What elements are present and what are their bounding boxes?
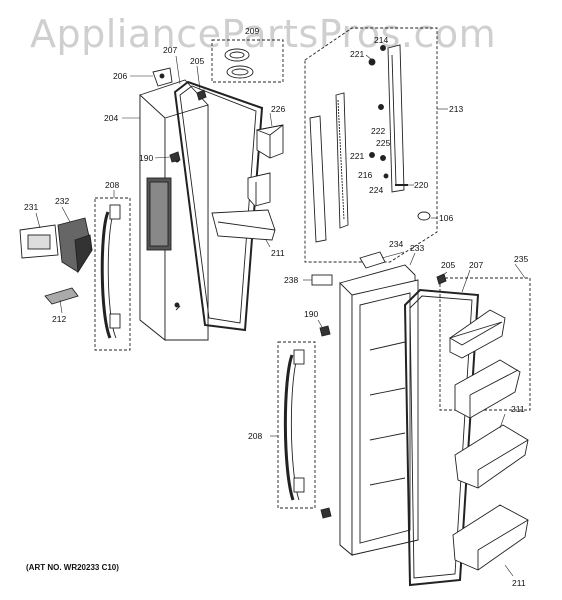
door-bin-211c bbox=[452, 504, 529, 571]
callout-206: 206 bbox=[113, 71, 127, 81]
callout-231: 231 bbox=[24, 202, 38, 212]
dispenser-cover-231 bbox=[19, 224, 59, 259]
callout-211: 211 bbox=[271, 248, 285, 258]
actuator-212 bbox=[44, 287, 79, 305]
callout-234: 234 bbox=[389, 239, 403, 249]
freezer-bin-small bbox=[247, 172, 271, 207]
screw-190b bbox=[319, 325, 331, 337]
callout-190: 190 bbox=[139, 153, 153, 163]
screw-bottom bbox=[320, 507, 332, 519]
callout-214: 214 bbox=[374, 35, 388, 45]
callout-221b: 221 bbox=[350, 151, 364, 161]
fresh-food-door-gasket bbox=[403, 288, 480, 587]
hinge-cover-209 bbox=[224, 48, 254, 79]
fresh-food-door bbox=[339, 264, 419, 556]
callout-225: 225 bbox=[376, 138, 390, 148]
callout-208: 208 bbox=[105, 180, 119, 190]
callout-220: 220 bbox=[414, 180, 428, 190]
callout-212: 212 bbox=[52, 314, 66, 324]
callout-216: 216 bbox=[358, 170, 372, 180]
group-box-235 bbox=[439, 277, 531, 411]
callout-labels: 206 207 205 209 204 190 208 226 211 231 … bbox=[24, 26, 528, 588]
door-bin-211b bbox=[454, 424, 529, 489]
callout-211c: 211 bbox=[512, 578, 526, 588]
callout-190b: 190 bbox=[304, 309, 318, 319]
callout-209: 209 bbox=[245, 26, 259, 36]
part-238 bbox=[311, 274, 333, 286]
callout-232: 232 bbox=[55, 196, 69, 206]
callout-106: 106 bbox=[439, 213, 453, 223]
hinge-206 bbox=[152, 67, 173, 87]
screw-190a bbox=[169, 151, 181, 163]
callout-207: 207 bbox=[163, 45, 177, 55]
callout-235: 235 bbox=[514, 254, 528, 264]
callout-226: 226 bbox=[271, 104, 285, 114]
callout-222: 222 bbox=[371, 126, 385, 136]
part-234 bbox=[359, 251, 386, 269]
group-box-213 bbox=[304, 27, 438, 263]
freezer-door bbox=[139, 79, 209, 341]
watermark-text: AppliancePartsPros.com bbox=[30, 12, 497, 56]
callout-205b: 205 bbox=[441, 260, 455, 270]
freezer-bin-211a bbox=[211, 209, 276, 241]
callout-221a: 221 bbox=[350, 49, 364, 59]
callout-211b: 211 bbox=[511, 404, 525, 414]
leader-lines bbox=[35, 54, 526, 577]
door-bin-235-cover bbox=[448, 309, 506, 359]
small-parts-213 bbox=[368, 45, 408, 186]
freezer-bin-226 bbox=[255, 124, 284, 159]
screw-205b bbox=[436, 273, 447, 285]
art-number: (ART NO. WR20233 C10) bbox=[26, 563, 119, 572]
callout-233: 233 bbox=[410, 243, 424, 253]
screw-205a bbox=[196, 89, 207, 101]
callout-207b: 207 bbox=[469, 260, 483, 270]
callout-238: 238 bbox=[284, 275, 298, 285]
part-106 bbox=[417, 211, 431, 221]
group-box-handle-left bbox=[94, 197, 131, 351]
fresh-food-handle bbox=[283, 349, 305, 501]
freezer-handle bbox=[100, 204, 121, 339]
callout-205: 205 bbox=[190, 56, 204, 66]
callout-204: 204 bbox=[104, 113, 118, 123]
group-box-209 bbox=[211, 39, 284, 83]
callout-213: 213 bbox=[449, 104, 463, 114]
callout-208b: 208 bbox=[248, 431, 262, 441]
group-box-handle-right bbox=[277, 341, 316, 509]
callout-224: 224 bbox=[369, 185, 383, 195]
door-bin-235 bbox=[454, 359, 521, 419]
hinge-bracket-213 bbox=[309, 44, 405, 243]
dispenser-module-232 bbox=[57, 217, 93, 274]
